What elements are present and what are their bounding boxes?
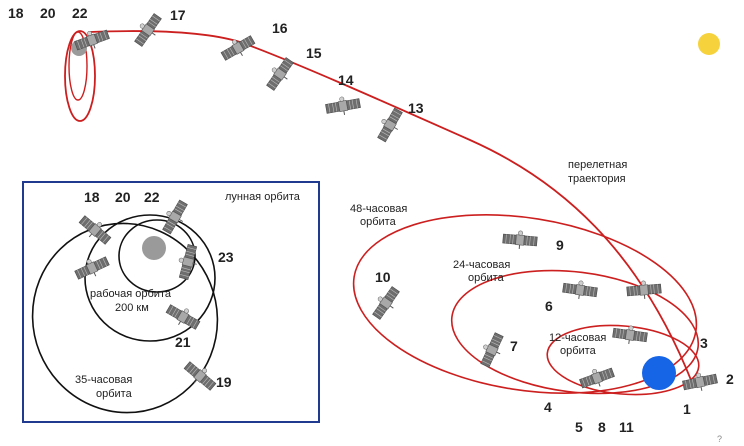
spacecraft-icon — [368, 283, 404, 323]
label-n7: 7 — [510, 338, 518, 354]
label-transfer-line1: перелетная — [568, 159, 627, 171]
label-n8: 8 — [598, 419, 606, 435]
sun-icon — [698, 33, 720, 55]
inset-orbit-inner — [118, 219, 196, 293]
spacecraft-icon — [373, 105, 407, 145]
inset-label-23: 23 — [218, 249, 234, 265]
label-n10: 10 — [375, 269, 391, 285]
spacecraft-icon — [561, 278, 599, 302]
transfer-trajectory — [89, 30, 694, 386]
label-n3: 3 — [700, 335, 708, 351]
label-n13: 13 — [408, 100, 424, 116]
label-24h-line2: орбита — [468, 272, 505, 284]
label-n20: 20 — [40, 5, 56, 21]
inset-35h-line2: орбита — [96, 388, 133, 400]
label-transfer-line2: траектория — [568, 173, 626, 185]
capture-orbit-inner — [68, 31, 88, 101]
inset-label-20: 20 — [115, 189, 131, 205]
inset-working-orbit-line2: 200 км — [115, 302, 149, 314]
label-n15: 15 — [306, 45, 322, 61]
label-12h-line1: 12-часовая — [549, 332, 606, 344]
label-12h-line2: орбита — [560, 345, 597, 357]
capture-orbit-outer — [64, 30, 96, 122]
label-48h-line1: 48-часовая — [350, 203, 407, 215]
label-n17: 17 — [170, 7, 186, 23]
label-n16: 16 — [272, 20, 288, 36]
corner-mark: ? — [717, 434, 722, 444]
inset-35h-line1: 35-часовая — [75, 374, 132, 386]
label-n14: 14 — [338, 72, 354, 88]
label-n4: 4 — [544, 399, 552, 415]
spacecraft-icon — [324, 93, 362, 119]
label-n22: 22 — [72, 5, 88, 21]
spacecraft-icon — [577, 363, 617, 393]
orbit-12h — [546, 324, 700, 396]
inset-label-18: 18 — [84, 189, 100, 205]
spacecraft-icon — [680, 368, 719, 395]
earth-icon — [642, 356, 676, 390]
label-n2: 2 — [726, 371, 734, 387]
spacecraft-icon — [501, 228, 539, 251]
label-n1: 1 — [683, 401, 691, 417]
spacecraft-icon — [130, 10, 166, 50]
spacecraft-icon — [262, 54, 298, 94]
spacecraft-icon — [218, 31, 258, 65]
inset-label-22: 22 — [144, 189, 160, 205]
label-24h-line1: 24-часовая — [453, 259, 510, 271]
label-48h-line2: орбита — [360, 216, 397, 228]
orbit-24h — [450, 269, 700, 395]
lunar-orbit-inset: лунная орбита 18 20 22 23 21 19 рабочая … — [22, 181, 320, 423]
inset-orbit-mid — [84, 214, 216, 342]
label-n5: 5 — [575, 419, 583, 435]
inset-moon-icon — [142, 236, 166, 260]
inset-lunar-orbit-label: лунная орбита — [225, 191, 301, 203]
inset-frame — [22, 181, 320, 423]
inset-label-21: 21 — [175, 334, 191, 350]
spacecraft-icon — [475, 330, 508, 370]
label-n9: 9 — [556, 237, 564, 253]
spacecraft-icon — [611, 323, 649, 347]
label-n11: 11 — [619, 419, 634, 435]
label-n6: 6 — [545, 298, 553, 314]
spacecraft-icon — [625, 278, 663, 301]
inset-label-19: 19 — [216, 374, 232, 390]
label-n18: 18 — [8, 5, 24, 21]
inset-working-orbit-line1: рабочая орбита — [90, 288, 172, 300]
